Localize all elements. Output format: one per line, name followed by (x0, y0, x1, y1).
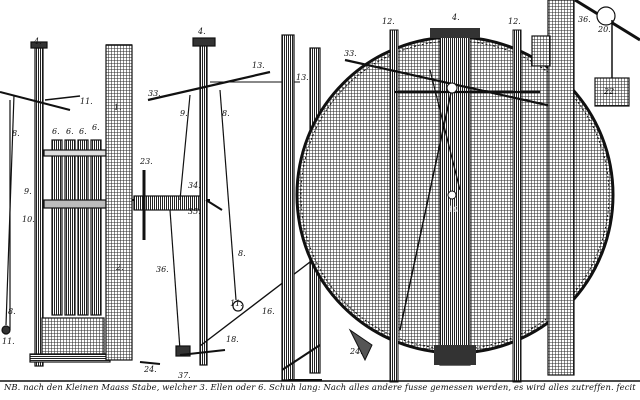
pump-cylinder (51, 139, 63, 316)
pump-base-box (41, 317, 105, 355)
label: 11. (80, 97, 93, 106)
label: 33. (148, 89, 161, 98)
label: 18. (226, 335, 239, 344)
label: 36. (156, 265, 169, 274)
label: 6. (52, 127, 60, 136)
crane-right (531, 0, 640, 376)
label: 37. (178, 371, 191, 380)
label: 16. (262, 307, 275, 316)
label: 4. (451, 13, 460, 22)
label: 11. (230, 299, 243, 308)
pump-cylinder (64, 139, 76, 316)
label: 22. (603, 87, 617, 96)
label: 24. (349, 347, 363, 356)
figure-labels: 4. 11. 8. 8. 10. 9. 6. 6. 6. 6. 11. 1. 2… (2, 13, 617, 380)
label: 9. (24, 187, 32, 196)
label: 2. (115, 263, 124, 272)
label: 12. (382, 17, 395, 26)
label: 8. (238, 249, 246, 258)
label: 6. (92, 123, 100, 132)
pump-cylinder (77, 139, 89, 316)
label: 6. (79, 127, 87, 136)
pump-cylinder (90, 139, 102, 316)
label: 4. (197, 27, 206, 36)
label: 12. (508, 17, 521, 26)
plate-caption: NB. nach den Kleinen Maass Stabe, welche… (4, 382, 636, 392)
central-pillar (105, 44, 133, 361)
label: 10. (22, 215, 35, 224)
label: 35. (188, 207, 201, 216)
label: 8. (12, 129, 20, 138)
label: 33. (344, 49, 357, 58)
label: 13. (296, 73, 309, 82)
label: 1. (114, 103, 122, 112)
label: 20. (597, 25, 611, 34)
vertical-rod (512, 29, 522, 383)
pump-assembly-left (0, 41, 210, 367)
label: 34. (188, 181, 201, 190)
label: 24. (143, 365, 157, 374)
treadwheel (295, 28, 615, 383)
label: 8. (222, 109, 230, 118)
hanging-weight (594, 77, 630, 107)
label: 11. (2, 337, 15, 346)
label: 23. (139, 157, 153, 166)
label: 9. (180, 109, 188, 118)
label: 36. (578, 15, 591, 24)
label: 4. (33, 37, 42, 46)
label: 10. (448, 205, 461, 214)
vertical-rod (389, 29, 399, 383)
label: 8. (8, 307, 16, 316)
label: 6. (66, 127, 74, 136)
label: 13. (252, 61, 265, 70)
